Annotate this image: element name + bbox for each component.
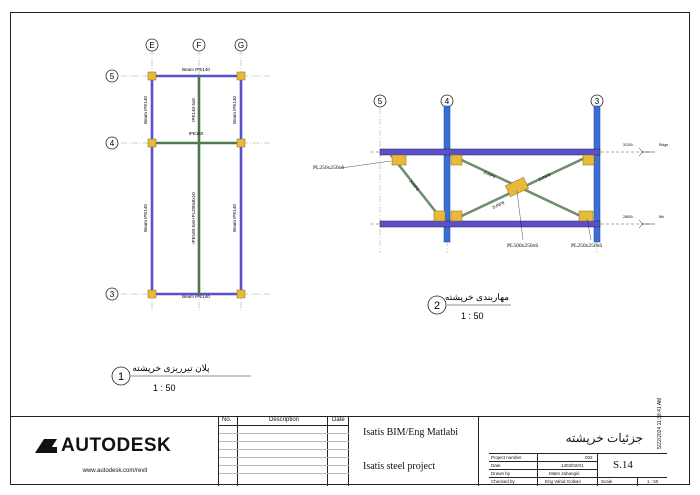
grid-bubble-5-elev: 5 <box>373 94 387 108</box>
braces <box>389 153 592 223</box>
bottom-beam <box>379 220 601 228</box>
grid-bubble-3: 3 <box>105 287 119 301</box>
revision-table: No. Description Date <box>219 417 349 486</box>
view-title-1: 1 پلان تیرریزی خرپشته 1 : 50 <box>111 363 251 393</box>
svg-text:G: G <box>238 41 244 50</box>
label-right-upper: Beam IPE140 <box>232 96 237 124</box>
field-date-value: 1403/02/01 <box>561 463 584 468</box>
label-mid-beam: IPE140 <box>189 131 204 136</box>
grid-bubble-G: G <box>234 38 248 52</box>
autodesk-a-icon <box>35 439 57 453</box>
label-top-beam: Beam IPE140 <box>182 67 210 72</box>
level-8th: 28600 8th <box>623 215 664 229</box>
svg-text:2: 2 <box>434 300 440 312</box>
autodesk-url: www.autodesk.com/revit <box>82 468 148 474</box>
field-project-number-value: 002 <box>585 455 593 460</box>
label-bottom-beam: Beam IPE140 <box>182 294 210 299</box>
svg-text:3: 3 <box>595 97 600 106</box>
autodesk-logo: AUTODESK <box>35 435 171 457</box>
field-project-number-label: Project number <box>491 455 522 460</box>
scale-label: Scale <box>601 479 613 484</box>
sheet-info: جزئیات خرپشته Project number 002 Date 14… <box>479 417 679 486</box>
field-drawn-by-label: Drawn by <box>491 471 511 476</box>
svg-text:4: 4 <box>445 97 450 106</box>
sheet-title: جزئیات خرپشته <box>565 431 643 445</box>
label-right-lower: Beam IPE140 <box>232 204 237 232</box>
svg-text:5: 5 <box>378 97 383 106</box>
svg-text:پلان تیرریزی خرپشته: پلان تیرریزی خرپشته <box>132 363 210 374</box>
level-ridge: 31200 Ridge <box>623 143 668 157</box>
rev-header-desc: Description <box>269 417 300 423</box>
svg-text:31200: 31200 <box>623 143 633 147</box>
grid-bubble-3-elev: 3 <box>590 94 604 108</box>
grid-bubble-F: F <box>192 38 206 52</box>
rev-header-no: No. <box>222 417 232 423</box>
label-center-lower: IPE160-5x8+PL200x8x10 <box>191 192 196 244</box>
sheet-number: S.14 <box>613 459 633 471</box>
grid-bubble-4: 4 <box>105 136 119 150</box>
scale-value: 1 : 50 <box>647 479 659 484</box>
field-checked-by-value: Eng Vahid Golkari <box>545 479 581 484</box>
svg-text:PL250x250x6: PL250x250x6 <box>313 165 344 171</box>
plate-label-right: PL250x250x6 <box>571 218 602 249</box>
plate-label-center: PL500x250x6 <box>507 190 538 249</box>
brace-label-4: 2UNP8 <box>491 200 506 210</box>
svg-text:5: 5 <box>110 72 115 81</box>
company-name: Isatis BIM/Eng Matlabi <box>363 427 458 438</box>
svg-text:PL250x250x6: PL250x250x6 <box>571 243 602 249</box>
field-drawn-by-value: Matin Jahangiri <box>549 471 580 476</box>
svg-text:28600: 28600 <box>623 215 633 219</box>
field-checked-by-label: Checked by <box>491 479 515 484</box>
rev-header-date: Date <box>332 417 345 423</box>
column-4 <box>443 105 451 243</box>
brace-label-3: 2UNP8 <box>537 172 552 182</box>
label-center-upper: IPE140-5x8 <box>191 98 196 122</box>
print-timestamp: 5/22/2024 11:38:41 AM <box>657 397 663 449</box>
label-left-upper: Beam IPE140 <box>143 96 148 124</box>
column-3 <box>593 105 601 243</box>
beam-plan-view: E F G 5 4 3 Beam IPE140 IPE140 Beam IPE1… <box>105 38 271 393</box>
title-block: AUTODESK www.autodesk.com/revit No. Desc… <box>11 416 689 486</box>
logo-cell: AUTODESK www.autodesk.com/revit <box>11 417 219 486</box>
svg-text:PL500x250x6: PL500x250x6 <box>507 243 538 249</box>
svg-text:E: E <box>149 41 154 50</box>
brace-label-2: 2UNP8 <box>483 169 498 179</box>
svg-text:Ridge: Ridge <box>659 143 668 147</box>
grid-bubble-E: E <box>145 38 159 52</box>
label-left-lower: Beam IPE140 <box>143 204 148 232</box>
project-name: Isatis steel project <box>363 461 436 472</box>
project-info: Isatis BIM/Eng Matlabi Isatis steel proj… <box>349 417 479 486</box>
svg-text:1: 1 <box>118 371 124 383</box>
field-date-label: Date <box>491 463 501 468</box>
top-beam <box>379 148 601 156</box>
svg-text:3: 3 <box>110 290 115 299</box>
drawing-sheet: E F G 5 4 3 Beam IPE140 IPE140 Beam IPE1… <box>10 12 690 486</box>
svg-text:1 : 50: 1 : 50 <box>461 311 484 321</box>
bracing-elevation-view: 5 4 3 31200 Ridge 28600 8th 2UNP8 <box>313 94 668 321</box>
connection-plates <box>147 71 246 299</box>
svg-text:F: F <box>197 41 202 50</box>
gusset-plates <box>391 154 595 222</box>
svg-text:1 : 50: 1 : 50 <box>153 383 176 393</box>
grid-bubble-5: 5 <box>105 69 119 83</box>
beam-frame <box>150 74 243 296</box>
plate-label-left: PL250x250x6 <box>313 160 392 171</box>
svg-text:8th: 8th <box>659 215 664 219</box>
view-title-2: 2 مهاربندی خرپشته 1 : 50 <box>427 292 511 321</box>
svg-text:4: 4 <box>110 139 115 148</box>
svg-text:مهاربندی خرپشته: مهاربندی خرپشته <box>445 292 509 303</box>
grid-bubble-4-elev: 4 <box>440 94 454 108</box>
